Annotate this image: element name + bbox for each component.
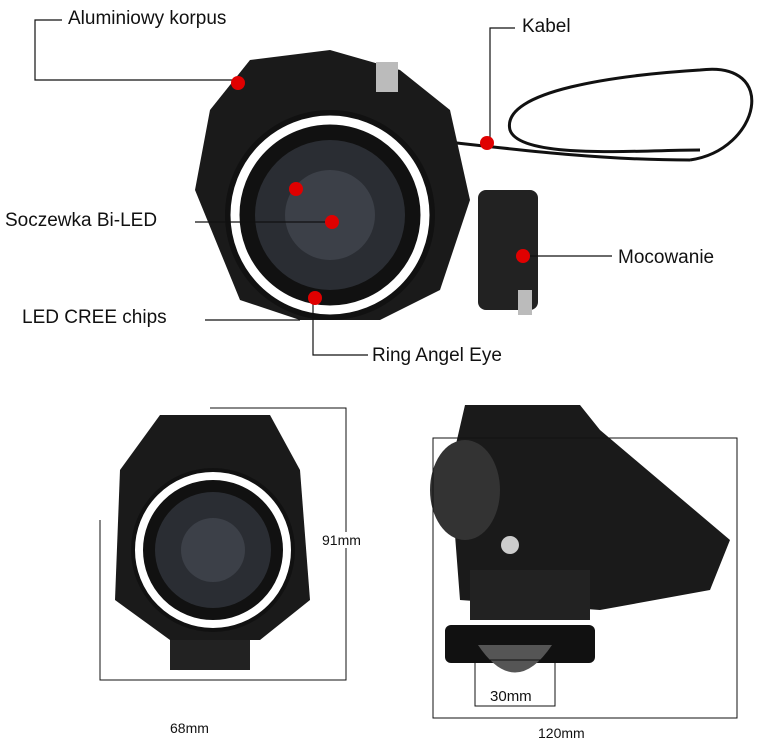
dimension-height: 91mm xyxy=(322,532,361,548)
label-cable: Kabel xyxy=(522,16,571,37)
front-dimension-lines xyxy=(99,407,347,681)
label-aluminum-body: Aluminiowy korpus xyxy=(68,8,227,29)
side-view-lamp xyxy=(430,405,730,673)
label-ring-angel-eye: Ring Angel Eye xyxy=(372,345,502,366)
side-dimension-lines xyxy=(432,437,738,719)
clamp-unit: mm xyxy=(506,688,532,705)
top-lamp xyxy=(195,50,538,320)
dimension-width: 68mm xyxy=(170,720,209,736)
leader-lines xyxy=(34,19,612,356)
front-view-lamp xyxy=(115,415,310,670)
marker-dots xyxy=(231,76,530,305)
label-mount: Mocowanie xyxy=(618,247,715,268)
cable xyxy=(429,67,754,162)
label-led-chips: LED CREE chips xyxy=(22,307,167,328)
label-bi-led-lens: Soczewka Bi-LED xyxy=(5,210,158,231)
dimension-clamp: 30mm xyxy=(490,688,532,705)
clamp-value: 30 xyxy=(490,688,507,705)
dimension-length: 120mm xyxy=(538,725,585,741)
